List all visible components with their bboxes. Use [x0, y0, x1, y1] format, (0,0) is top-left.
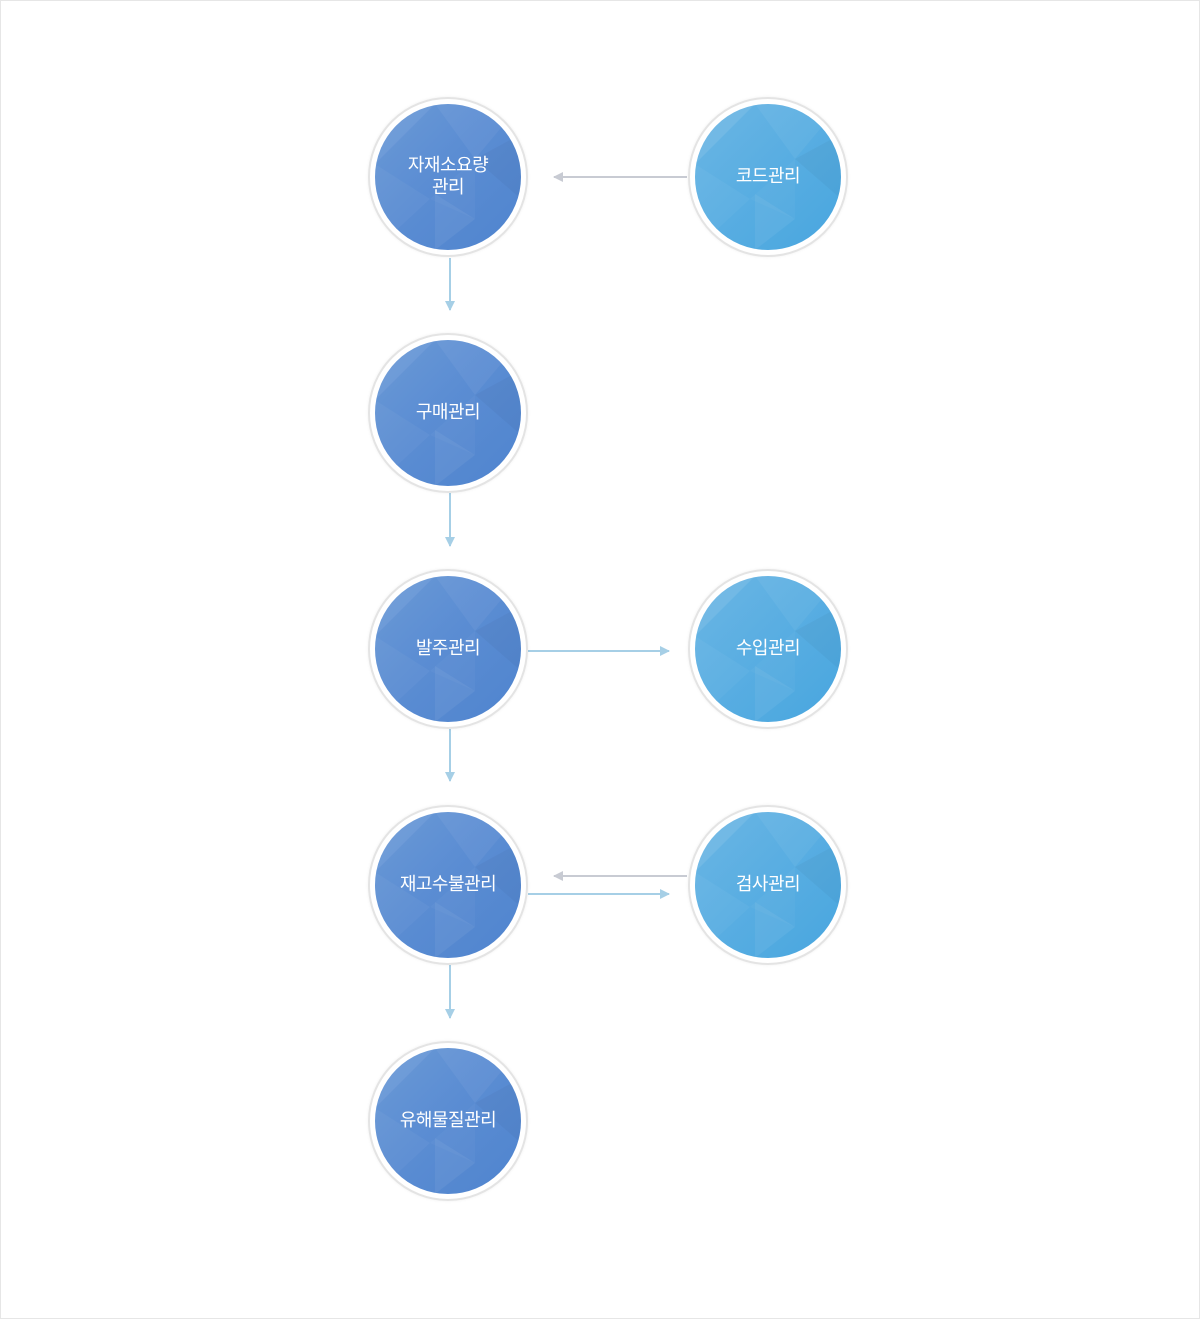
node-label: 구매관리 — [415, 402, 481, 423]
node-disc: 수입관리 — [695, 576, 841, 722]
triangle-pattern — [375, 1048, 521, 1194]
node-label: 재고수불관리 — [399, 874, 497, 895]
node-label: 검사관리 — [735, 874, 801, 895]
node-label: 수입관리 — [735, 638, 801, 659]
node-disc: 코드관리 — [695, 104, 841, 250]
node-purchase[interactable]: 구매관리 — [368, 333, 528, 493]
node-hazardous[interactable]: 유해물질관리 — [368, 1041, 528, 1201]
node-label: 자재소요량 관리 — [407, 155, 489, 198]
node-disc: 유해물질관리 — [375, 1048, 521, 1194]
node-label: 코드관리 — [735, 166, 801, 187]
triangle-pattern — [695, 576, 841, 722]
node-label: 발주관리 — [415, 638, 481, 659]
node-order[interactable]: 발주관리 — [368, 569, 528, 729]
node-disc: 검사관리 — [695, 812, 841, 958]
node-import[interactable]: 수입관리 — [688, 569, 848, 729]
triangle-pattern — [695, 812, 841, 958]
node-code[interactable]: 코드관리 — [688, 97, 848, 257]
node-disc: 자재소요량 관리 — [375, 104, 521, 250]
node-material-requirement[interactable]: 자재소요량 관리 — [368, 97, 528, 257]
node-disc: 발주관리 — [375, 576, 521, 722]
node-inspection[interactable]: 검사관리 — [688, 805, 848, 965]
triangle-pattern — [375, 812, 521, 958]
triangle-pattern — [695, 104, 841, 250]
triangle-pattern — [375, 340, 521, 486]
node-disc: 구매관리 — [375, 340, 521, 486]
node-disc: 재고수불관리 — [375, 812, 521, 958]
node-inventory[interactable]: 재고수불관리 — [368, 805, 528, 965]
triangle-pattern — [375, 576, 521, 722]
triangle-pattern — [375, 104, 521, 250]
node-label: 유해물질관리 — [399, 1110, 497, 1131]
